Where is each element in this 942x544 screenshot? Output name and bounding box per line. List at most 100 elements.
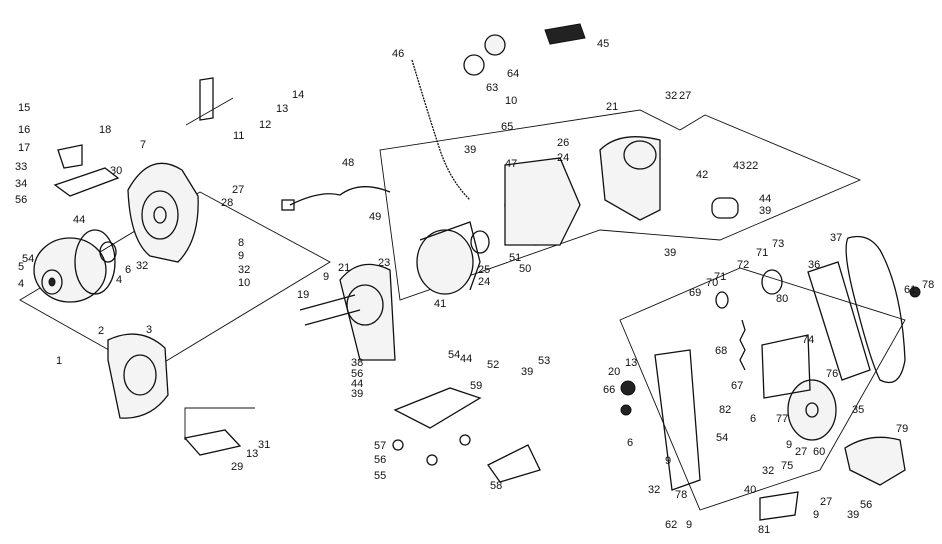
callout-13: 13 <box>625 357 637 369</box>
callout-55: 55 <box>374 470 386 482</box>
callout-9: 9 <box>665 455 671 467</box>
callout-82: 82 <box>719 404 731 416</box>
callout-13: 13 <box>276 103 288 115</box>
callout-74: 74 <box>802 334 814 346</box>
callout-44: 44 <box>73 214 85 226</box>
callout-56: 56 <box>860 499 872 511</box>
callout-21: 21 <box>338 262 350 274</box>
callout-labels: 1 2 3 4 4 5 6 6 6 7 8 9 9 9 9 9 9 10 10 … <box>15 38 934 536</box>
callout-51: 51 <box>509 252 521 264</box>
callout-27: 27 <box>679 90 691 102</box>
callout-64: 64 <box>507 68 519 80</box>
callout-33: 33 <box>15 161 27 173</box>
callout-8: 8 <box>238 237 244 249</box>
callout-32: 32 <box>136 260 148 272</box>
callout-78: 78 <box>675 489 687 501</box>
callout-29: 29 <box>231 461 243 473</box>
callout-27: 27 <box>232 184 244 196</box>
callout-39: 39 <box>664 247 676 259</box>
callout-72: 72 <box>737 259 749 271</box>
callout-35: 35 <box>852 404 864 416</box>
callout-52: 52 <box>487 359 499 371</box>
callout-66: 66 <box>603 384 615 396</box>
callout-80: 80 <box>776 293 788 305</box>
callout-5: 5 <box>18 261 24 273</box>
callout-67: 67 <box>731 380 743 392</box>
callout-9: 9 <box>786 439 792 451</box>
callout-56: 56 <box>374 454 386 466</box>
callout-49: 49 <box>369 211 381 223</box>
callout-24: 24 <box>557 152 569 164</box>
callout-27: 27 <box>820 496 832 508</box>
callout-4: 4 <box>116 274 122 286</box>
callout-43: 43 <box>733 160 745 172</box>
belt-sander-group <box>619 235 921 521</box>
callout-70: 70 <box>706 277 718 289</box>
callout-77: 77 <box>776 413 788 425</box>
callout-27: 27 <box>795 446 807 458</box>
callout-21: 21 <box>606 101 618 113</box>
callout-9: 9 <box>813 509 819 521</box>
callout-36: 36 <box>808 259 820 271</box>
callout-44: 44 <box>759 193 771 205</box>
callout-59: 59 <box>470 380 482 392</box>
callout-31: 31 <box>258 439 270 451</box>
callout-78: 78 <box>922 279 934 291</box>
callout-63: 63 <box>486 82 498 94</box>
motor-group <box>281 23 862 483</box>
callout-75: 75 <box>781 460 793 472</box>
callout-32: 32 <box>648 484 660 496</box>
callout-39: 39 <box>759 205 771 217</box>
callout-56: 56 <box>15 194 27 206</box>
callout-32: 32 <box>238 264 250 276</box>
callout-44: 44 <box>460 353 472 365</box>
callout-23: 23 <box>378 257 390 269</box>
callout-6: 6 <box>750 413 756 425</box>
callout-56: 56 <box>351 368 363 380</box>
callout-38: 38 <box>351 357 363 369</box>
callout-76: 76 <box>826 368 838 380</box>
callout-71: 71 <box>714 271 726 283</box>
callout-17: 17 <box>18 142 30 154</box>
callout-39: 39 <box>847 509 859 521</box>
callout-57: 57 <box>374 440 386 452</box>
callout-22: 22 <box>746 160 758 172</box>
callout-32: 32 <box>762 465 774 477</box>
callout-40: 40 <box>744 484 756 496</box>
callout-54: 54 <box>716 432 728 444</box>
callout-6: 6 <box>627 437 633 449</box>
callout-73: 73 <box>772 238 784 250</box>
callout-7: 7 <box>140 139 146 151</box>
callout-68: 68 <box>715 345 727 357</box>
callout-20: 20 <box>608 366 620 378</box>
callout-2: 2 <box>98 325 104 337</box>
callout-37: 37 <box>830 232 842 244</box>
callout-81: 81 <box>758 524 770 536</box>
callout-30: 30 <box>110 165 122 177</box>
callout-3: 3 <box>146 324 152 336</box>
callout-9: 9 <box>323 271 329 283</box>
callout-15: 15 <box>18 102 30 114</box>
callout-69: 69 <box>689 287 701 299</box>
callout-61: 61 <box>904 284 916 296</box>
callout-13: 13 <box>246 448 258 460</box>
callout-46: 46 <box>392 48 404 60</box>
callout-50: 50 <box>519 263 531 275</box>
callout-58: 58 <box>490 480 502 492</box>
callout-11: 11 <box>233 130 244 142</box>
callout-39: 39 <box>521 366 533 378</box>
callout-19: 19 <box>297 289 309 301</box>
callout-65: 65 <box>501 121 513 133</box>
callout-60: 60 <box>813 446 825 458</box>
callout-39: 39 <box>351 388 363 400</box>
callout-48: 48 <box>342 157 354 169</box>
callout-79: 79 <box>896 423 908 435</box>
callout-14: 14 <box>292 89 304 101</box>
callout-32: 32 <box>665 90 677 102</box>
callout-9: 9 <box>686 519 692 531</box>
callout-10: 10 <box>238 277 250 289</box>
callout-4: 4 <box>18 278 24 290</box>
callout-42: 42 <box>696 169 708 181</box>
callout-62: 62 <box>665 519 677 531</box>
